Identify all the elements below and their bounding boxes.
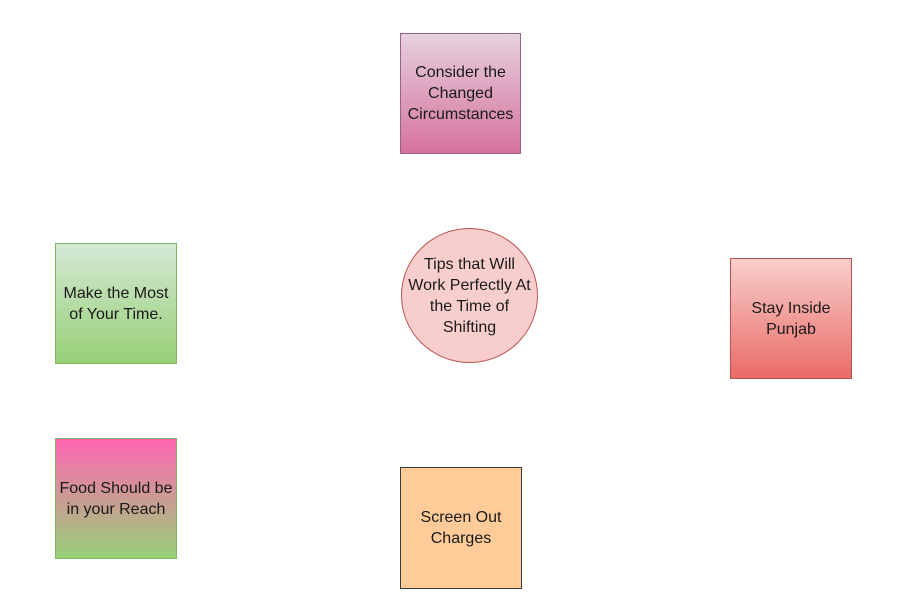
- tip-box-stay-inside-punjab: Stay Inside Punjab: [730, 258, 852, 379]
- central-topic-label: Tips that Will Work Perfectly At the Tim…: [408, 255, 531, 336]
- tip-label-screen-out-charges: Screen Out Charges: [420, 509, 502, 547]
- tip-box-food-in-reach: Food Should be in your Reach: [55, 438, 177, 559]
- tip-box-screen-out-charges: Screen Out Charges: [400, 467, 522, 589]
- central-topic-circle: Tips that Will Work Perfectly At the Tim…: [401, 228, 538, 363]
- tip-label-make-most-of-time: Make the Most of Your Time.: [63, 284, 169, 323]
- tip-label-food-in-reach: Food Should be in your Reach: [59, 479, 173, 518]
- tip-box-consider-circumstances: Consider the Changed Circumstances: [400, 33, 521, 154]
- tip-label-stay-inside-punjab: Stay Inside Punjab: [751, 299, 831, 338]
- tip-box-make-most-of-time: Make the Most of Your Time.: [55, 243, 177, 364]
- tip-label-consider-circumstances: Consider the Changed Circumstances: [407, 64, 514, 123]
